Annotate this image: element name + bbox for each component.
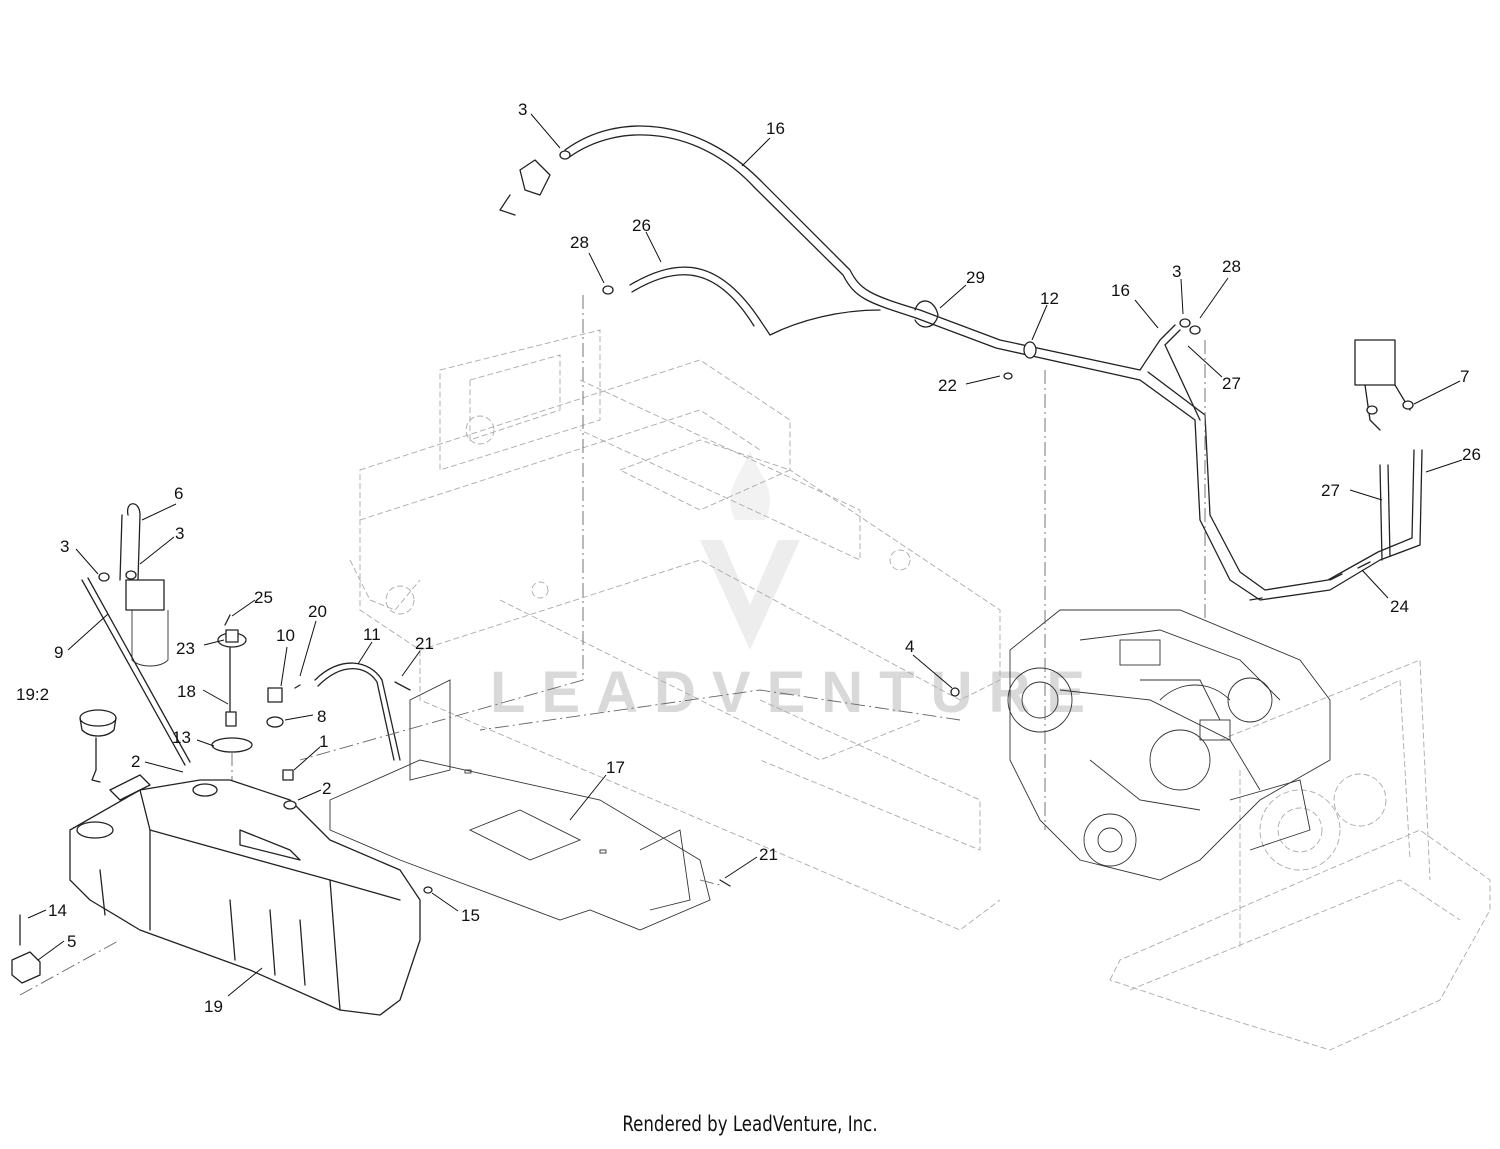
callout-19-2: 19:2 [16,685,49,704]
callout-15: 15 [461,906,480,925]
callout-2: 2 [322,779,331,798]
callout-17: 17 [606,758,625,777]
callout-3: 3 [60,537,69,556]
callout-28: 28 [1222,257,1241,276]
rear-frame [1109,659,1491,1051]
callout-27: 27 [1222,374,1241,393]
callout-23: 23 [176,639,195,658]
callout-12: 12 [1040,289,1059,308]
watermark: LEADVENTURE [490,450,1101,725]
callout-13: 13 [172,728,191,747]
footer-credit: Rendered by LeadVenture, Inc. [622,1112,878,1136]
callout-24: 24 [1390,597,1409,616]
fuel-cap [79,709,117,783]
skid-plate [329,679,711,931]
leader-lines [27,113,1463,997]
callout-16: 16 [1111,281,1130,300]
hose-harness [499,125,1423,601]
callout-21: 21 [759,845,778,864]
callout-16: 16 [766,119,785,138]
engine [1007,609,1331,881]
watermark-logo-icon [700,450,800,650]
callout-26: 26 [632,216,651,235]
callout-9: 9 [54,643,63,662]
callout-7: 7 [1460,367,1469,386]
fuel-tank [69,774,421,1016]
callout-28: 28 [570,233,589,252]
watermark-text: LEADVENTURE [490,660,1101,725]
callout-1: 1 [319,732,328,751]
fuel-filter [119,503,169,667]
callout-14: 14 [48,901,67,920]
callout-25: 25 [254,588,273,607]
alignment-lines [19,295,1206,996]
callout-27: 27 [1321,481,1340,500]
callout-2: 2 [131,752,140,771]
callout-29: 29 [966,268,985,287]
callout-4: 4 [905,637,914,656]
callout-18: 18 [177,682,196,701]
callout-3: 3 [1172,262,1181,281]
callout-20: 20 [308,602,327,621]
fill-tube [81,577,191,766]
callout-21: 21 [415,634,434,653]
callout-3: 3 [518,100,527,119]
callout-11: 11 [363,625,381,644]
callout-8: 8 [317,707,326,726]
callout-26: 26 [1462,445,1481,464]
callout-10: 10 [276,626,295,645]
sender-unit [211,629,253,753]
hardware [11,150,1414,984]
fittings [266,687,297,810]
callout-22: 22 [938,376,957,395]
hose-11 [314,662,401,761]
chassis-frame [349,329,1001,931]
callouts: 3 16 28 26 29 12 16 3 28 22 27 7 26 27 2… [16,100,1481,1016]
callout-19: 19 [204,997,223,1016]
callout-6: 6 [174,484,183,503]
callout-5: 5 [67,932,76,951]
callout-3: 3 [175,524,184,543]
